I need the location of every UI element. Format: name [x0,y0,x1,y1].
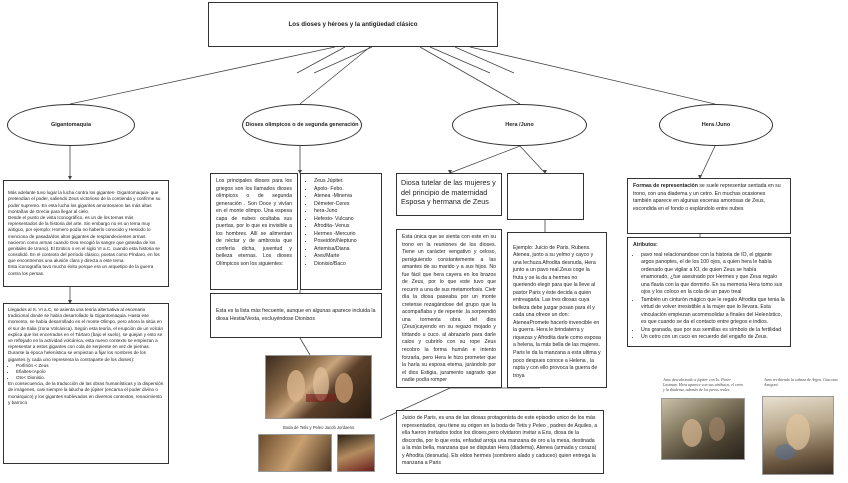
painting-lastman [661,398,745,460]
list-item: Zeus Júpiter. [314,178,376,186]
list-item: pavo real relacionandose con la historia… [641,252,785,297]
giant-list: Porfirión < Zeus Efialtes<Apolo Oto< Dio… [8,363,164,382]
list-item: Uns granada, que por sus semillas es sím… [641,327,785,335]
list-item: Apolo- Febo. [314,186,376,194]
painting-figures [763,397,833,474]
representation-box: Formas de representación se suele repres… [627,178,791,234]
main-title-box: Los dioses y héroes y la antigüedad clás… [208,2,498,47]
list-item: Atenea -Minerva [314,193,376,201]
attributes-box: Atributos: pavo real relacionandose con … [627,237,791,347]
painting-boda-tetis-peleo [265,355,372,419]
list-item: Hefesto- Vulcano [314,216,376,224]
list-item: Afrodita- Venus [314,223,376,231]
gigantomaquia-text-box: Más adelante tuvo lugar la lucha contra … [3,180,169,287]
list-item: Poseidón/Neptuno [314,238,376,246]
list-item: Dionisio/Baco [314,261,376,269]
olimpicos-list-box: Zeus Júpiter. Apolo- Febo. Atenea -Miner… [300,173,382,290]
node-gigantomaquia: Gigantomaquia [7,104,135,146]
list-item: Artemisa/Diana [314,246,376,254]
page-title: Los dioses y héroes y la antigüedad clás… [289,21,418,28]
list-item: Hermes -Mercurio [314,231,376,239]
hera-juicio-box: Ejemplo: Juicio de Paris. Rubens. Atenea… [507,232,607,388]
list-item: hera-Juno [314,208,376,216]
attributes-list: pavo real relacionandose con la historia… [633,252,785,342]
list-item: También un cinturón mágico que le regalo… [641,297,785,327]
olimpicos-note-box: Esta es la lista más frecuente, aunque e… [210,293,382,338]
gods-list: Zeus Júpiter. Apolo- Febo. Atenea -Miner… [306,178,376,268]
painting-thumb-2 [337,434,375,472]
hera-title-box: Diosa tutelar de las mujeres y del princ… [396,173,502,216]
representation-label: Formas de representación [633,183,698,189]
painting-caption-amigoni: Juno recibiendo la cabeza de Argos. Giac… [764,377,846,387]
painting-caption-lastman: Juno descubriendo a júpiter con Io. Piet… [663,377,745,393]
painting-figures [266,356,371,418]
node-hera-juno: Hera /Juno [452,104,587,146]
list-item: Ares/Marte [314,253,376,261]
node-hera-juno-2: Hera /Juno [659,104,773,146]
list-item: Un cetro con un cuco en recuerdo del eng… [641,334,785,342]
painting-caption: Boda de Tetis y Peleo Jacob Jordaens [283,425,354,430]
painting-thumb-1 [258,434,332,472]
node-dioses-olimpicos: Dioses olimpicos o de segunda generación [242,104,362,146]
olimpicos-text-box: Los principales dioses para los griegos … [210,173,298,290]
painting-amigoni [762,396,834,475]
list-item: Démeter-Ceres [314,201,376,209]
hera-text-box: Esta única que se sienta con este en su … [396,229,502,388]
hera-empty-box [507,173,584,220]
hera-juicio-origin-box: Juicio de Paris, es una de las diosas pr… [396,410,604,474]
painting-figures [662,399,744,459]
attributes-title: Atributos: [633,242,658,248]
gigantomaquia-text-box-2: Llegados al S. VI a.C, se asienta una te… [3,303,169,464]
